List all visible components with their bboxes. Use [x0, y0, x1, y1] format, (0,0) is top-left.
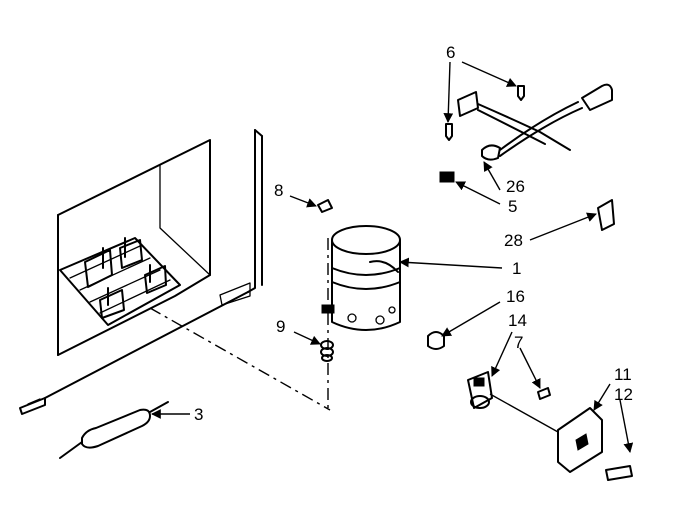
callout-9: 9 — [276, 317, 285, 336]
callout-5: 5 — [508, 197, 517, 216]
leader-lines — [151, 61, 634, 453]
part-6-screws — [445, 85, 525, 141]
callout-7: 7 — [514, 333, 523, 352]
alignment-line-base — [149, 307, 331, 411]
part-12-bail-wire — [605, 465, 633, 481]
part-11-cover — [557, 407, 603, 473]
cabinet-outline — [19, 129, 263, 415]
callout-1: 1 — [512, 259, 521, 278]
compressor — [321, 225, 401, 331]
callout-8: 8 — [274, 181, 283, 200]
part-3-filter-drier — [59, 401, 169, 459]
wiring-harness — [439, 83, 613, 183]
part-16-overload — [427, 331, 445, 350]
callout-labels: 6 26 5 8 28 1 16 14 7 11 12 9 3 — [194, 43, 633, 424]
part-9-grommet — [320, 340, 334, 362]
callout-3: 3 — [194, 405, 203, 424]
callout-26: 26 — [506, 177, 525, 196]
part-7-clip — [537, 387, 551, 400]
callout-11: 11 — [614, 365, 632, 384]
part-28-clip — [597, 199, 615, 231]
callout-14: 14 — [508, 311, 527, 330]
callout-12: 12 — [614, 385, 633, 404]
callout-16: 16 — [506, 287, 525, 306]
part-8-clip — [317, 199, 333, 213]
callout-28: 28 — [504, 231, 523, 250]
callout-6: 6 — [446, 43, 455, 62]
part-14-relay — [467, 371, 493, 409]
compressor-mounting-base — [59, 237, 181, 326]
